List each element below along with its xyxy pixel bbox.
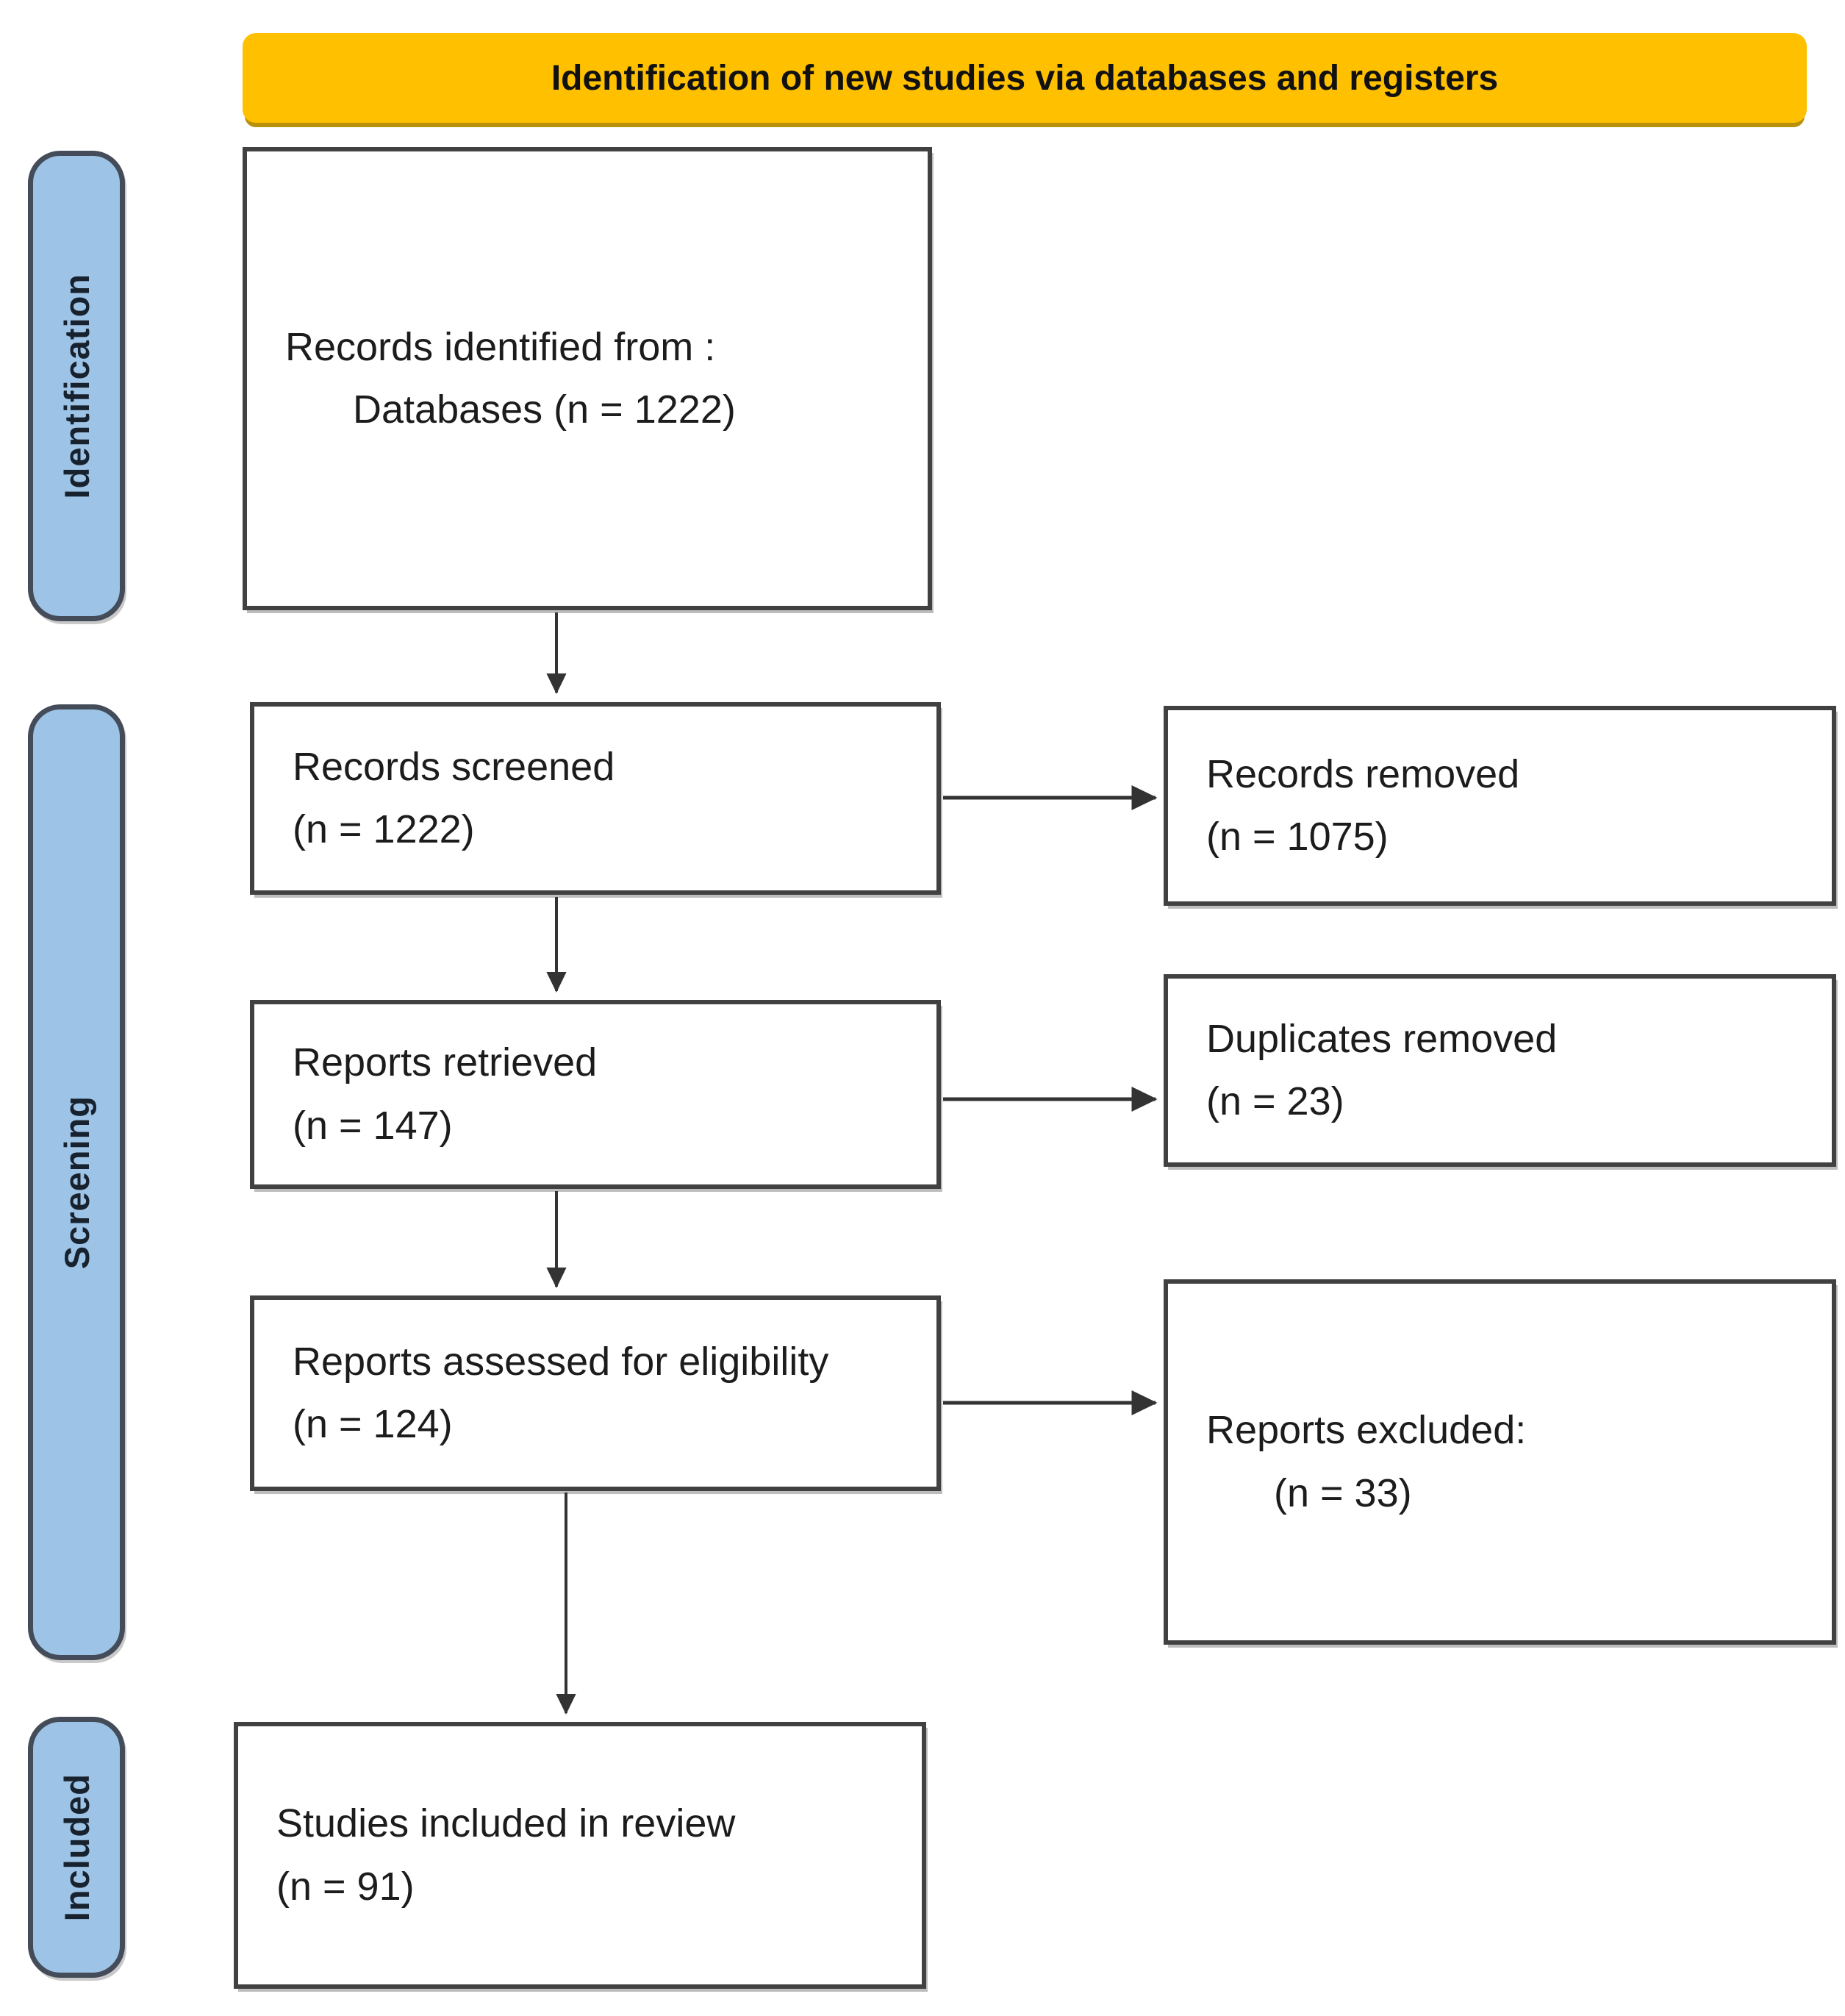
- records-screened-line1: Records screened: [293, 744, 615, 789]
- stage-included: Included: [28, 1717, 125, 1978]
- duplicates-removed-line1: Duplicates removed: [1206, 1016, 1558, 1061]
- studies-included-line1: Studies included in review: [276, 1801, 736, 1846]
- box-studies-included: Studies included in review (n = 91): [234, 1722, 926, 1989]
- box-reports-retrieved: Reports retrieved (n = 147): [250, 1000, 941, 1189]
- reports-excluded-line2: (n = 33): [1274, 1470, 1412, 1515]
- reports-assessed-line2: (n = 124): [293, 1402, 453, 1446]
- stage-screening: Screening: [28, 704, 125, 1660]
- reports-retrieved-line2: (n = 147): [293, 1103, 453, 1148]
- studies-included-line2: (n = 91): [276, 1864, 415, 1909]
- diagram-title-banner: Identification of new studies via databa…: [243, 33, 1807, 123]
- box-reports-excluded: Reports excluded: (n = 33): [1164, 1279, 1836, 1645]
- reports-assessed-line1: Reports assessed for eligibility: [293, 1339, 829, 1384]
- reports-excluded-line1: Reports excluded:: [1206, 1408, 1527, 1453]
- records-removed-line1: Records removed: [1206, 751, 1520, 796]
- records-identified-line1: Records identified from :: [285, 324, 716, 369]
- duplicates-removed-line2: (n = 23): [1206, 1079, 1344, 1123]
- stage-identification: Identification: [28, 151, 125, 621]
- diagram-title: Identification of new studies via databa…: [551, 58, 1499, 98]
- records-screened-line2: (n = 1222): [293, 807, 475, 851]
- reports-retrieved-line1: Reports retrieved: [293, 1040, 598, 1085]
- records-removed-line2: (n = 1075): [1206, 815, 1389, 859]
- box-records-identified: Records identified from : Databases (n =…: [243, 147, 932, 610]
- records-identified-line2: Databases (n = 1222): [353, 387, 736, 432]
- box-records-removed: Records removed (n = 1075): [1164, 706, 1836, 906]
- box-records-screened: Records screened (n = 1222): [250, 702, 941, 895]
- box-reports-assessed: Reports assessed for eligibility (n = 12…: [250, 1295, 941, 1491]
- box-duplicates-removed: Duplicates removed (n = 23): [1164, 974, 1836, 1167]
